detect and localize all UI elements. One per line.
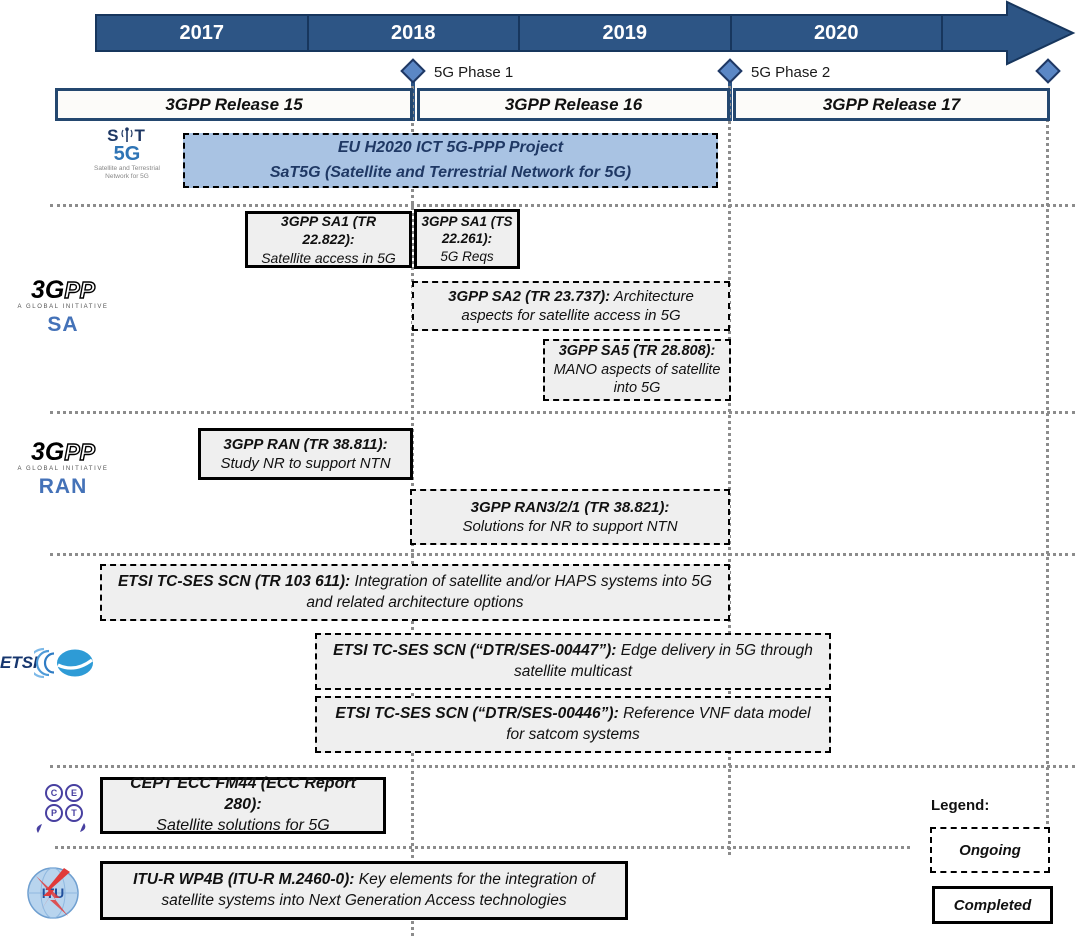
release-bar-16: 3GPP Release 16	[417, 88, 730, 121]
activity-title: ITU-R WP4B (ITU-R M.2460-0):	[133, 871, 355, 889]
sat5g-letter-t: T	[134, 126, 147, 145]
3gpp-logo-3g: 3G	[30, 276, 65, 304]
3gpp-logo-pp: PP	[64, 439, 96, 465]
etsi-logo-word: ETSI	[0, 653, 38, 672]
activity-text: ETSI TC-SES SCN (“DTR/SES-00446”): Refer…	[325, 704, 821, 744]
activity-title: ETSI TC-SES SCN (“DTR/SES-00446”):	[335, 705, 619, 723]
year-cell-2020: 2020	[814, 21, 859, 44]
year-gridline-end	[1046, 88, 1049, 850]
activity-title: CEPT ECC FM44 (ECC Report 280):	[130, 775, 356, 814]
year-cell-2018: 2018	[309, 16, 520, 50]
activity-box-sa1-ts22261: 3GPP SA1 (TS 22.261): 5G Reqs	[414, 209, 520, 269]
cept-letter-t: T	[65, 804, 83, 822]
cept-logo: C E P T	[36, 784, 92, 840]
activity-desc: Integration of satellite and/or HAPS sys…	[306, 573, 713, 611]
3gpp-sa-logo: 3GPP A GLOBAL INITIATIVE SA	[13, 278, 113, 337]
activity-text: 3GPP SA2 (TR 23.737): Architecture aspec…	[422, 287, 720, 326]
milestone-diamond-phase1	[400, 58, 426, 84]
itu-globe-icon: ITU	[27, 867, 79, 919]
legend-ongoing-box: Ongoing	[930, 827, 1050, 873]
activity-box-etsi-dtr00447: ETSI TC-SES SCN (“DTR/SES-00447”): Edge …	[315, 633, 831, 690]
activity-subtitle: SaT5G (Satellite and Terrestrial Network…	[269, 163, 632, 181]
activity-box-sa5-tr28808: 3GPP SA5 (TR 28.808): MANO aspects of sa…	[543, 339, 731, 401]
itu-logo: ITU	[24, 866, 82, 925]
activity-title: 3GPP SA2 (TR 23.737):	[448, 287, 611, 305]
row-separator-sa	[50, 411, 1075, 414]
activity-title: EU H2020 ICT 5G-PPP Project	[337, 138, 564, 156]
release-bar-17: 3GPP Release 17	[733, 88, 1050, 121]
activity-desc: Reference VNF data model for satcom syst…	[506, 705, 811, 743]
year-cell-2019: 2019	[520, 16, 732, 50]
cept-letter-p: P	[45, 804, 63, 822]
activity-title: ETSI TC-SES SCN (“DTR/SES-00447”):	[333, 642, 617, 660]
activity-box-etsi-tr103611: ETSI TC-SES SCN (TR 103 611): Integratio…	[100, 564, 730, 621]
milestone-diamond-phase2	[717, 58, 743, 84]
activity-title: ETSI TC-SES SCN (TR 103 611):	[117, 573, 351, 591]
activity-desc: MANO aspects of satellite into 5G	[553, 361, 721, 397]
3gpp-ran-label: RAN	[38, 475, 88, 498]
3gpp-ran-logo: 3GPP A GLOBAL INITIATIVE RAN	[13, 440, 113, 499]
3gpp-logo-tagline: A GLOBAL INITIATIVE	[17, 304, 109, 310]
activity-title: 3GPP SA1 (TS 22.261):	[421, 213, 513, 247]
activity-desc: Satellite access in 5G	[261, 249, 396, 266]
3gpp-logo-pp: PP	[64, 277, 96, 303]
3gpp-logo-brand: 3GPP	[13, 278, 113, 303]
etsi-globe-icon	[33, 647, 93, 679]
legend-completed-box: Completed	[932, 886, 1053, 924]
sat5g-logo-caption2: Network for 5G	[105, 173, 149, 181]
3gpp-logo-tagline: A GLOBAL INITIATIVE	[17, 466, 109, 472]
year-cell-2017: 2017	[97, 16, 309, 50]
activity-desc: Key elements for the integration of sate…	[161, 871, 595, 909]
timeline-arrow-icon	[941, 0, 1076, 66]
activity-desc: Satellite solutions for 5G	[156, 816, 330, 834]
sat5g-letter-s: S	[107, 126, 121, 145]
etsi-logo: ETSI	[0, 645, 110, 681]
activity-title: 3GPP SA5 (TR 28.808):	[558, 342, 716, 359]
timeline-bar: 2017 2018 2019 2020	[95, 14, 943, 52]
antenna-icon	[121, 127, 134, 142]
3gpp-logo-brand: 3GPP	[13, 440, 113, 465]
release-bar-15: 3GPP Release 15	[55, 88, 413, 121]
activity-text: ETSI TC-SES SCN (“DTR/SES-00447”): Edge …	[325, 641, 821, 681]
activity-box-ran-tr38811: 3GPP RAN (TR 38.811): Study NR to suppor…	[198, 428, 413, 480]
cept-letter-c: C	[45, 784, 63, 802]
activity-box-etsi-dtr00446: ETSI TC-SES SCN (“DTR/SES-00446”): Refer…	[315, 696, 831, 753]
activity-title: 3GPP RAN3/2/1 (TR 38.821):	[470, 498, 670, 516]
activity-title: 3GPP SA1 (TR 22.822):	[280, 213, 377, 248]
3gpp-sa-label: SA	[47, 313, 79, 336]
3gpp-logo-3g: 3G	[30, 438, 65, 466]
activity-box-sa2-tr23737: 3GPP SA2 (TR 23.737): Architecture aspec…	[412, 281, 730, 331]
activity-box-itu-wp4b: ITU-R WP4B (ITU-R M.2460-0): Key element…	[100, 861, 628, 920]
activity-box-ran321-tr38821: 3GPP RAN3/2/1 (TR 38.821): Solutions for…	[410, 489, 730, 545]
row-separator-etsi	[50, 765, 1075, 768]
activity-desc: Architecture aspects for satellite acces…	[461, 287, 694, 325]
row-separator-ran	[50, 553, 1075, 556]
cept-letter-e: E	[65, 784, 83, 802]
cept-logo-letters: C E P T	[36, 784, 92, 822]
activity-box-sa1-tr22822: 3GPP SA1 (TR 22.822): Satellite access i…	[245, 211, 412, 268]
row-separator-sat5g	[50, 204, 1075, 207]
cept-swirl-icon	[36, 823, 86, 833]
year-gridline-2020	[728, 86, 731, 855]
row-separator-cept	[55, 846, 910, 849]
sat5g-logo-caption1: Satellite and Terrestrial	[94, 165, 160, 172]
legend-completed-label: Completed	[953, 896, 1032, 914]
activity-desc: Study NR to support NTN	[220, 455, 391, 472]
milestone-label-phase1: 5G Phase 1	[434, 64, 514, 81]
activity-text: ETSI TC-SES SCN (TR 103 611): Integratio…	[110, 572, 720, 612]
activity-box-sat5g-project: EU H2020 ICT 5G-PPP Project SaT5G (Satel…	[183, 133, 718, 188]
activity-text: ITU-R WP4B (ITU-R M.2460-0): Key element…	[111, 870, 617, 910]
legend-title: Legend:	[931, 797, 990, 814]
legend-ongoing-label: Ongoing	[959, 841, 1021, 859]
sat5g-logo-5g: 5G	[113, 143, 141, 165]
milestone-label-phase2: 5G Phase 2	[751, 64, 831, 81]
activity-desc: 5G Reqs	[440, 248, 494, 264]
activity-box-cept-fm44: CEPT ECC FM44 (ECC Report 280): Satellit…	[100, 775, 386, 834]
activity-desc: Edge delivery in 5G through satellite mu…	[513, 642, 813, 680]
activity-title: 3GPP RAN (TR 38.811):	[223, 435, 388, 453]
activity-desc: Solutions for NR to support NTN	[462, 518, 678, 535]
